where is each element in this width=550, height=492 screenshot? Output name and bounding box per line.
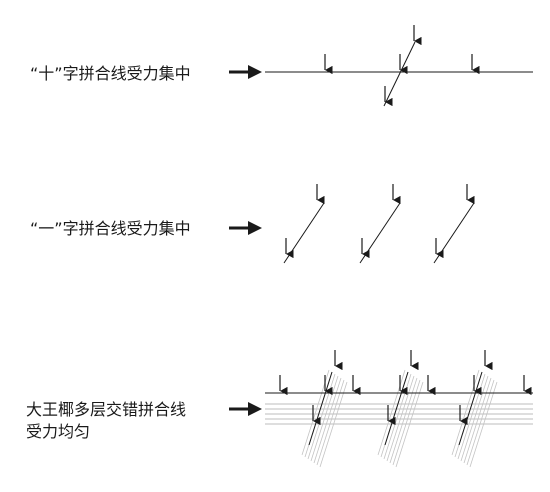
diagonal-seam-line — [433, 202, 475, 264]
pointer-arrow-3 — [229, 402, 262, 416]
pointer-arrow-2 — [229, 221, 262, 235]
multilayer-seam-label-line-2: 受力均匀 — [26, 422, 91, 441]
diagonal-seam-line — [383, 41, 416, 107]
single-seam-diagram — [229, 184, 475, 264]
diagonal-seam-line — [384, 371, 409, 446]
diagonal-seam-line — [359, 202, 401, 264]
layer-lines — [265, 403, 533, 425]
multilayer-seam-label-line-1: 大王椰多层交错拼合线 — [26, 400, 187, 419]
multilayer-seam-diagram — [229, 350, 533, 468]
diagonal-seam-line — [283, 202, 325, 264]
diagonal-seam-line — [458, 371, 483, 446]
diagonal-seam-line — [308, 371, 333, 446]
single-seam-label: “一”字拼合线受力集中 — [30, 219, 191, 238]
cross-seam-label: “十”字拼合线受力集中 — [30, 64, 191, 83]
pointer-arrow-1 — [229, 65, 262, 79]
multilayer-seam-label: 大王椰多层交错拼合线 受力均匀 — [26, 399, 186, 443]
cross-seam-diagram — [229, 25, 533, 107]
